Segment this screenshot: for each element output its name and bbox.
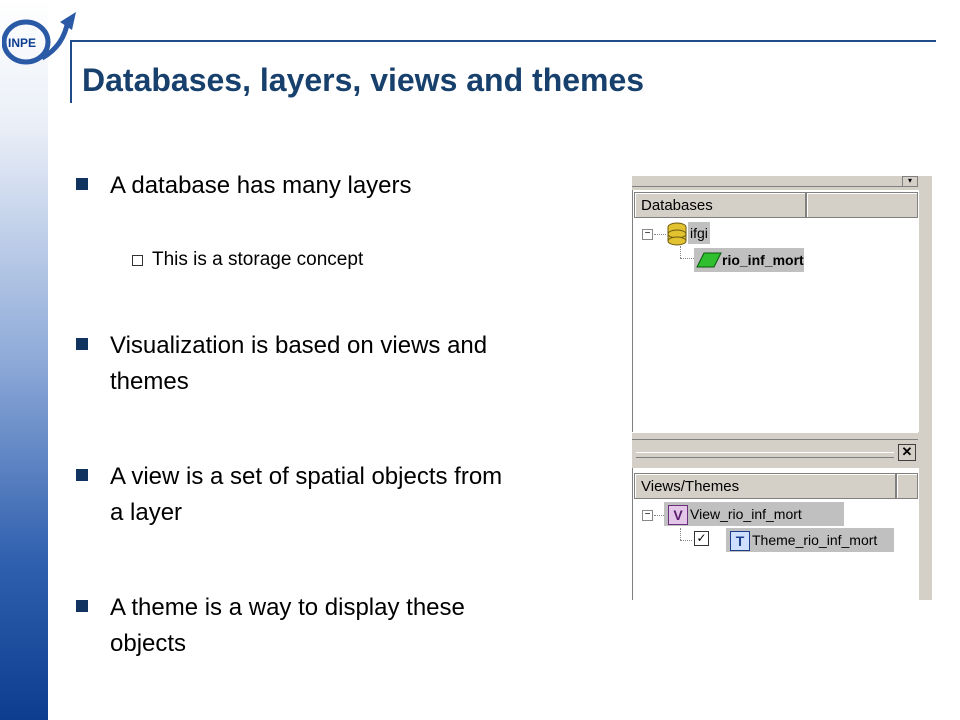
top-grip xyxy=(632,176,918,187)
app-screenshot-panel: ▾ Databases − ifgi rio_inf_mort ✕ Views/… xyxy=(632,176,932,600)
bullet-square-icon xyxy=(76,178,88,190)
bullet-text: A view is a set of spatial objects from … xyxy=(110,463,503,526)
tree-connector xyxy=(680,540,692,541)
close-icon[interactable]: ✕ xyxy=(898,444,916,461)
bullet-text: A theme is a way to display these object… xyxy=(110,594,465,657)
databases-column-header[interactable]: Databases xyxy=(634,192,806,218)
tree-connector xyxy=(680,528,681,540)
svg-text:INPE: INPE xyxy=(8,36,36,50)
header-vertical-rule xyxy=(70,40,72,103)
theme-node[interactable] xyxy=(726,528,894,552)
tree-connector xyxy=(654,234,666,235)
bullet-square-icon xyxy=(76,338,88,350)
tree-connector xyxy=(654,515,664,516)
database-node-label[interactable]: ifgi xyxy=(688,222,710,244)
bullet-text: A database has many layers xyxy=(110,172,412,199)
theme-visibility-checkbox[interactable]: ✓ xyxy=(694,531,709,546)
hollow-square-icon xyxy=(132,255,143,266)
inpe-logo: INPE xyxy=(2,12,76,65)
left-gradient-band xyxy=(0,0,48,720)
database-icon xyxy=(667,222,687,246)
collapse-icon[interactable]: − xyxy=(642,510,653,521)
theme-icon: T xyxy=(730,531,750,551)
grip-line xyxy=(636,452,894,458)
bullet-square-icon xyxy=(76,469,88,481)
bullet-square-icon xyxy=(76,600,88,612)
bullet-text: Visualization is based on views and them… xyxy=(110,332,488,395)
views-themes-column-header[interactable]: Views/Themes xyxy=(634,473,896,499)
scroll-down-icon[interactable]: ▾ xyxy=(902,176,918,187)
tree-connector xyxy=(680,246,681,258)
collapse-icon[interactable]: − xyxy=(642,229,653,240)
theme-node-label: Theme_rio_inf_mort xyxy=(752,532,878,548)
page-title: Databases, layers, views and themes xyxy=(82,62,645,98)
splitter[interactable] xyxy=(632,432,918,440)
databases-column-filler xyxy=(806,192,918,218)
views-column-filler xyxy=(896,473,918,499)
layer-polygon-icon xyxy=(696,252,722,268)
view-node[interactable] xyxy=(664,502,844,526)
header-rule xyxy=(70,40,936,42)
tree-connector xyxy=(680,258,694,259)
sub-bullet-text: This is a storage concept xyxy=(152,249,364,270)
layer-node-label: rio_inf_mort xyxy=(722,252,804,268)
view-node-label: View_rio_inf_mort xyxy=(690,506,802,522)
view-icon: V xyxy=(668,505,688,525)
